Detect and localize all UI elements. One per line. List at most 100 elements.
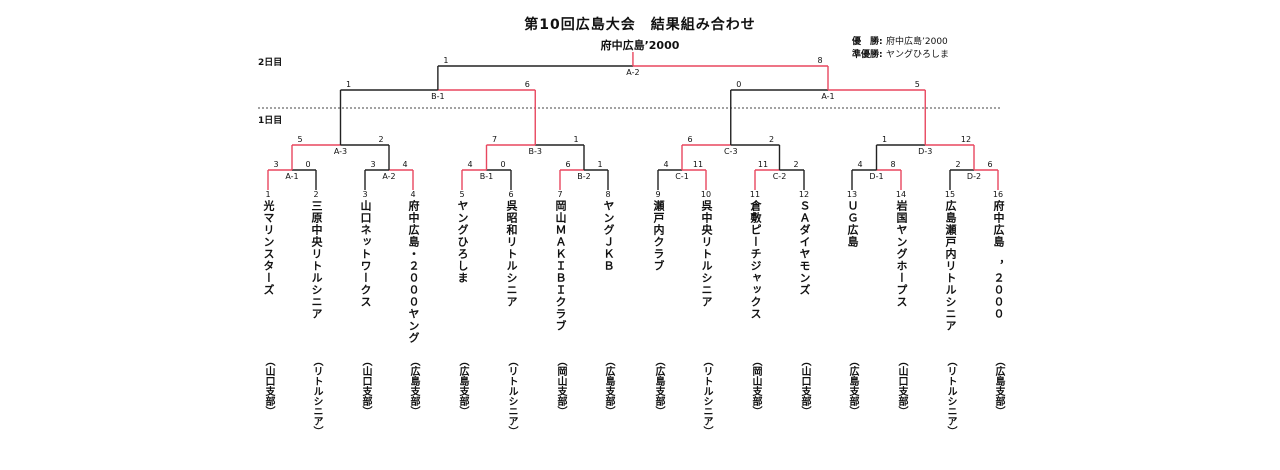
team-name: 岡山ＭＡＫＩＢＩクラブ xyxy=(554,200,567,332)
team-branch: （山口支部） xyxy=(263,356,274,416)
team-seed-number: 10 xyxy=(700,190,712,199)
team-branch: （岡山支部） xyxy=(750,356,761,416)
team-name: 府中広島 ，２０００ xyxy=(992,200,1005,320)
r2-match-4-score-left: 1 xyxy=(882,135,887,144)
r2-match-2-label: B-3 xyxy=(529,147,542,156)
team-seed-number: 9 xyxy=(655,190,661,199)
r1-match-1-score-left: 3 xyxy=(273,160,278,169)
day1-label: 1日目 xyxy=(258,116,283,126)
team-seed-number: 16 xyxy=(992,190,1004,199)
team-branch: （岡山支部） xyxy=(555,356,566,416)
team-branch: （山口支部） xyxy=(896,356,907,416)
team-branch: （山口支部） xyxy=(799,356,810,416)
r1-match-5-score-right: 11 xyxy=(693,160,703,169)
team-branch: （広島支部） xyxy=(993,356,1004,416)
r3-match-2-label: A-1 xyxy=(821,92,834,101)
team-branch: （山口支部） xyxy=(360,356,371,416)
team-seed-number: 8 xyxy=(605,190,611,199)
final-match-score-left: 1 xyxy=(443,56,448,65)
r1-match-5-label: C-1 xyxy=(675,172,689,181)
team-seed-number: 13 xyxy=(846,190,858,199)
r1-match-7-score-left: 4 xyxy=(857,160,862,169)
awards-box: 優 勝:府中広島’2000 準優勝:ヤングひろしま xyxy=(852,36,949,62)
r1-match-7-score-right: 8 xyxy=(890,160,895,169)
team-branch: （リトルシニア） xyxy=(506,356,517,436)
r2-match-1-score-right: 2 xyxy=(378,135,383,144)
runner-label: 準優勝: xyxy=(852,50,883,60)
team-seed-number: 11 xyxy=(749,190,761,199)
final-match-label: A-2 xyxy=(626,68,639,77)
r2-match-3-label: C-3 xyxy=(724,147,738,156)
team-name: ＵＧ広島 xyxy=(846,200,859,248)
r3-match-2-score-left: 0 xyxy=(736,80,741,89)
r1-match-2-label: A-2 xyxy=(382,172,395,181)
runner-value: ヤングひろしま xyxy=(886,50,950,60)
team-name: 広島瀬戸内リトルシニア xyxy=(944,200,957,332)
team-seed-number: 4 xyxy=(410,190,416,199)
team-name: 呉中央リトルシニア xyxy=(700,200,713,308)
day2-label: 2日目 xyxy=(258,58,283,68)
r1-match-8-score-right: 6 xyxy=(987,160,992,169)
r1-match-3-score-right: 0 xyxy=(500,160,505,169)
r1-match-4-score-right: 1 xyxy=(597,160,602,169)
team-branch: （リトルシニア） xyxy=(311,356,322,436)
team-name: 山口ネットワークス xyxy=(359,200,372,308)
champion-name: 府中広島’2000 xyxy=(600,39,680,52)
r3-match-2-score-right: 5 xyxy=(915,80,920,89)
team-seed-number: 14 xyxy=(895,190,907,199)
team-seed-number: 15 xyxy=(944,190,956,199)
team-seed-number: 2 xyxy=(313,190,319,199)
team-branch: （広島支部） xyxy=(408,356,419,416)
r2-match-3-score-right: 2 xyxy=(769,135,774,144)
r2-match-2-score-left: 7 xyxy=(492,135,497,144)
team-branch: （広島支部） xyxy=(847,356,858,416)
team-name: 倉敷ピーチジャックス xyxy=(749,200,762,320)
r1-match-8-score-left: 2 xyxy=(955,160,960,169)
r3-match-1-label: B-1 xyxy=(431,92,444,101)
team-seed-number: 1 xyxy=(265,190,271,199)
r1-match-8-label: D-2 xyxy=(967,172,981,181)
team-name: ＳＡダイヤモンズ xyxy=(798,200,811,296)
r1-match-3-score-left: 4 xyxy=(467,160,472,169)
r1-match-1-score-right: 0 xyxy=(305,160,310,169)
winner-row: 優 勝:府中広島’2000 xyxy=(852,36,949,49)
team-branch: （リトルシニア） xyxy=(701,356,712,436)
team-branch: （リトルシニア） xyxy=(945,356,956,436)
r1-match-7-label: D-1 xyxy=(869,172,883,181)
r1-match-3-label: B-1 xyxy=(480,172,493,181)
r2-match-1-score-left: 5 xyxy=(297,135,302,144)
r1-match-2-score-right: 4 xyxy=(402,160,407,169)
team-branch: （広島支部） xyxy=(457,356,468,416)
r1-match-2-score-left: 3 xyxy=(370,160,375,169)
team-name: ヤングＪＫＢ xyxy=(602,200,615,272)
r1-match-5-score-left: 4 xyxy=(663,160,668,169)
r2-match-4-label: D-3 xyxy=(918,147,932,156)
team-name: 府中広島・２０００ヤング xyxy=(407,200,420,344)
r1-match-6-label: C-2 xyxy=(773,172,787,181)
team-seed-number: 12 xyxy=(798,190,810,199)
team-seed-number: 3 xyxy=(362,190,368,199)
final-match-score-right: 8 xyxy=(817,56,822,65)
team-name: 岩国ヤングホープス xyxy=(895,200,908,308)
winner-value: 府中広島’2000 xyxy=(886,37,948,47)
r2-match-3-score-left: 6 xyxy=(687,135,692,144)
r2-match-4-score-right: 12 xyxy=(961,135,971,144)
team-name: 光マリンスターズ xyxy=(262,200,275,296)
r1-match-4-label: B-2 xyxy=(577,172,590,181)
r3-match-1-score-left: 1 xyxy=(346,80,351,89)
